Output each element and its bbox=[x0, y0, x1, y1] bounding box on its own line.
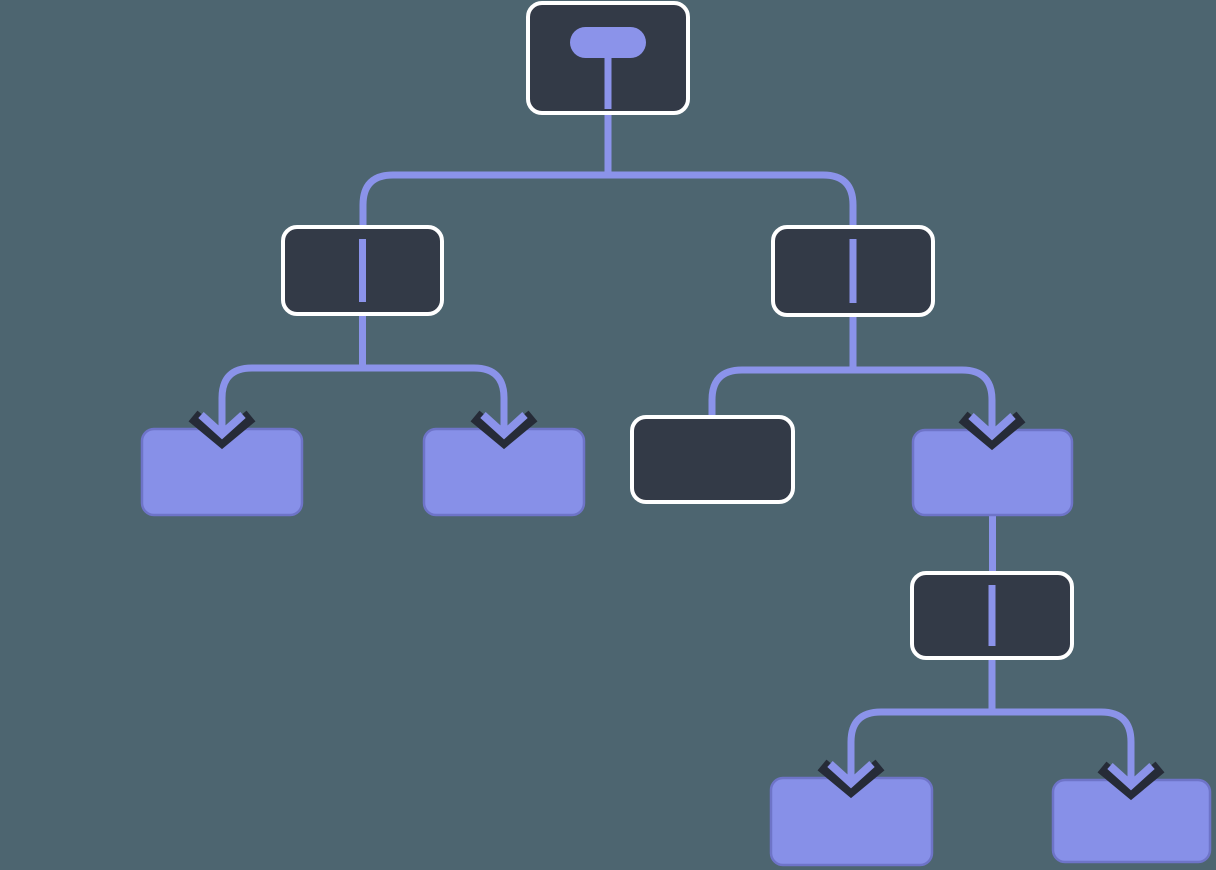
root-pill-stem-icon bbox=[604, 56, 612, 109]
edge-from-branch-bottom bbox=[847, 654, 1135, 785]
chevron-dark-outline bbox=[817, 759, 885, 799]
chevron-purple-head bbox=[480, 412, 528, 440]
chevron-dark-outline bbox=[1097, 761, 1165, 801]
node-root[interactable] bbox=[526, 1, 690, 115]
chevron-dark-outline bbox=[188, 410, 256, 450]
connector-line-1 bbox=[708, 311, 857, 427]
arrowhead-down-icon bbox=[817, 756, 885, 799]
chevron-dark-outline bbox=[958, 411, 1026, 451]
connector-line-2 bbox=[604, 109, 857, 237]
arrows-layer bbox=[188, 407, 1165, 801]
chevron-purple-head bbox=[198, 412, 246, 440]
node-branch-left[interactable] bbox=[281, 225, 444, 316]
connector-line-1 bbox=[359, 109, 612, 237]
chevron-purple-head bbox=[968, 413, 1016, 441]
through-line-bar-icon bbox=[988, 585, 996, 646]
connector-line-2 bbox=[849, 311, 996, 435]
node-branch-bottom[interactable] bbox=[910, 571, 1074, 660]
chevron-purple-head bbox=[1107, 763, 1155, 791]
arrowhead-down-icon bbox=[470, 407, 538, 450]
root-pill-icon bbox=[570, 27, 646, 58]
nodes-layer bbox=[140, 1, 1212, 867]
through-line-bar-icon bbox=[359, 239, 366, 302]
arrowhead-down-icon bbox=[188, 407, 256, 450]
connector-line-1 bbox=[847, 654, 996, 783]
connector-line-1 bbox=[218, 310, 366, 434]
arrowhead-down-icon bbox=[1097, 758, 1165, 801]
through-line-bar-icon bbox=[849, 239, 857, 303]
edge-from-branch-right bbox=[708, 311, 996, 435]
node-box-dark-leaf[interactable] bbox=[630, 415, 795, 504]
connector-line-2 bbox=[988, 654, 1135, 785]
edge-from-root bbox=[359, 109, 857, 237]
arrowhead-down-icon bbox=[958, 408, 1026, 451]
connector-line-2 bbox=[359, 310, 508, 434]
edge-from-branch-left bbox=[218, 310, 508, 434]
chevron-purple-head bbox=[827, 761, 875, 789]
edges-layer bbox=[218, 109, 1135, 785]
chevron-dark-outline bbox=[470, 410, 538, 450]
node-branch-right[interactable] bbox=[771, 225, 935, 317]
node-dark-leaf[interactable] bbox=[630, 415, 795, 504]
